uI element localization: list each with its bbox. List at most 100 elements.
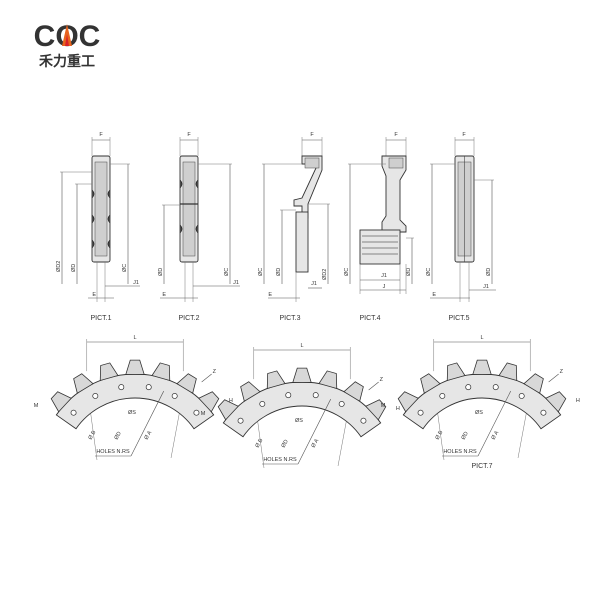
sprocket-tooth <box>397 391 419 413</box>
dim-label-f: F <box>99 132 103 138</box>
dim-label-e: E <box>92 292 96 298</box>
bolt-hole <box>259 401 266 407</box>
figure-pict-3: F ØC ØD ØD2 E J1 PICT.3 <box>258 132 330 322</box>
dim-label-s: ØS <box>475 410 483 416</box>
figure-pict-4: F ØC ØD J1 J PICT.4 <box>344 132 414 322</box>
sprocket-tooth <box>318 370 338 390</box>
dim-label-e: E <box>268 292 272 298</box>
sprocket-tooth <box>176 373 197 394</box>
bolt-hole <box>360 417 367 424</box>
bolt-hole <box>118 384 125 391</box>
dim-label-a: Ø A <box>311 438 321 449</box>
bolt-hole <box>145 384 152 391</box>
dim-label-m: M <box>34 403 39 409</box>
dim-label-d: ØD <box>276 268 282 276</box>
dim-label-h: H <box>396 406 400 412</box>
dim-label-f: F <box>310 132 314 138</box>
figure-caption: PICT.4 <box>359 315 380 322</box>
sprocket-tooth <box>292 367 312 383</box>
bolt-hole <box>518 393 525 399</box>
sprocket-tooth <box>240 381 261 402</box>
dim-label-f: F <box>187 132 191 138</box>
dim-label-z: Z <box>380 377 384 383</box>
dim-label-c: ØC <box>224 268 230 276</box>
figure-caption: PICT.1 <box>90 315 111 322</box>
figure-pict-2: F ØD ØC E J1 PICT.2 <box>158 132 240 322</box>
dim-label-h: H <box>576 398 580 404</box>
dim-label-c: ØC <box>426 268 432 276</box>
sprocket-tooth <box>125 359 145 375</box>
segment-views: L Z H M ØS Ø B ØD Ø A HOLES N.RS L Z H M ØS Ø B ØD Ø A HO… <box>34 335 580 470</box>
dim-label-j1: J1 <box>311 281 317 287</box>
dim-label-e: E <box>432 292 436 298</box>
dim-label-holes: HOLES N.RS <box>263 457 297 463</box>
bolt-hole <box>193 409 200 416</box>
dim-label-h: H <box>229 398 233 404</box>
dim-label-c: ØC <box>122 264 128 272</box>
figure-caption: PICT.5 <box>448 315 469 322</box>
sprocket-tooth <box>151 362 171 382</box>
dim-label-m: M <box>201 411 206 417</box>
dim-label-d: ØD <box>71 264 77 272</box>
sprocket-tooth <box>266 370 286 390</box>
dim-label-j1: J1 <box>483 284 489 290</box>
dim-label-d: ØD <box>158 268 164 276</box>
bolt-hole <box>465 384 472 391</box>
dim-label-b: Ø B <box>255 438 265 449</box>
dim-label-d2: ØD2 <box>322 269 328 280</box>
dim-label-e: E <box>162 292 166 298</box>
bolt-hole <box>417 409 424 416</box>
dim-label-s: ØS <box>295 418 303 424</box>
dim-label-m: M <box>381 403 386 409</box>
dim-label-l: L <box>300 343 303 349</box>
bolt-hole <box>312 392 319 399</box>
sprocket-tooth <box>446 362 466 382</box>
figure-caption: PICT.2 <box>178 315 199 322</box>
figure-pict-5: F ØC ØD E J1 PICT.5 <box>426 132 496 322</box>
dim-label-c: ØC <box>344 268 350 276</box>
dim-label-d: ØD <box>461 431 470 441</box>
dim-label-a: Ø A <box>144 430 154 441</box>
sprocket-tooth <box>99 362 119 382</box>
sprocket-tooth <box>420 373 441 394</box>
dim-label-j1: J1 <box>381 273 387 279</box>
bolt-hole <box>338 401 345 407</box>
bolt-hole <box>439 393 446 399</box>
sprocket-tooth <box>523 373 544 394</box>
dim-label-f: F <box>394 132 398 138</box>
dim-label-d: ØD <box>281 439 290 449</box>
dim-label-a: Ø A <box>491 430 501 441</box>
dim-label-s: ØS <box>128 410 136 416</box>
dim-label-holes: HOLES N.RS <box>96 449 130 455</box>
sprocket-tooth <box>217 399 239 421</box>
segment-view-2: L Z H M ØS Ø B ØD Ø A HOLES N.RS <box>201 343 400 469</box>
dim-label-b: Ø B <box>435 430 445 441</box>
bolt-hole <box>285 392 292 399</box>
dim-label-j: J <box>383 284 386 290</box>
segment-view-3: L Z H M ØS Ø B ØD Ø A HOLES N.RS PICT.7 <box>381 335 580 470</box>
figure-pict-1: F ØD2 ØD ØC E J1 PICT.1 <box>56 132 140 322</box>
dim-label-c: ØC <box>258 268 264 276</box>
dim-label-b: Ø B <box>88 430 98 441</box>
dim-label-d: ØD <box>486 268 492 276</box>
figure-caption: PICT.7 <box>471 463 492 470</box>
dim-label-d: ØD <box>114 431 123 441</box>
bolt-hole <box>540 409 547 416</box>
sprocket-tooth <box>73 373 94 394</box>
sprocket-tooth <box>472 359 492 375</box>
dim-label-holes: HOLES N.RS <box>443 449 477 455</box>
dim-label-d: ØD <box>406 268 412 276</box>
bolt-hole <box>92 393 99 399</box>
sprocket-tooth <box>50 391 72 413</box>
dim-label-l: L <box>480 335 483 341</box>
bolt-hole <box>171 393 178 399</box>
logo-subtitle: 禾力重工 <box>39 53 95 70</box>
sprocket-tooth <box>198 391 220 413</box>
bolt-hole <box>237 417 244 424</box>
dim-label-z: Z <box>213 369 217 375</box>
dim-label-d2: ØD2 <box>56 261 62 272</box>
sprocket-tooth <box>343 381 364 402</box>
brand-logo: COC 禾力重工 <box>34 20 101 70</box>
